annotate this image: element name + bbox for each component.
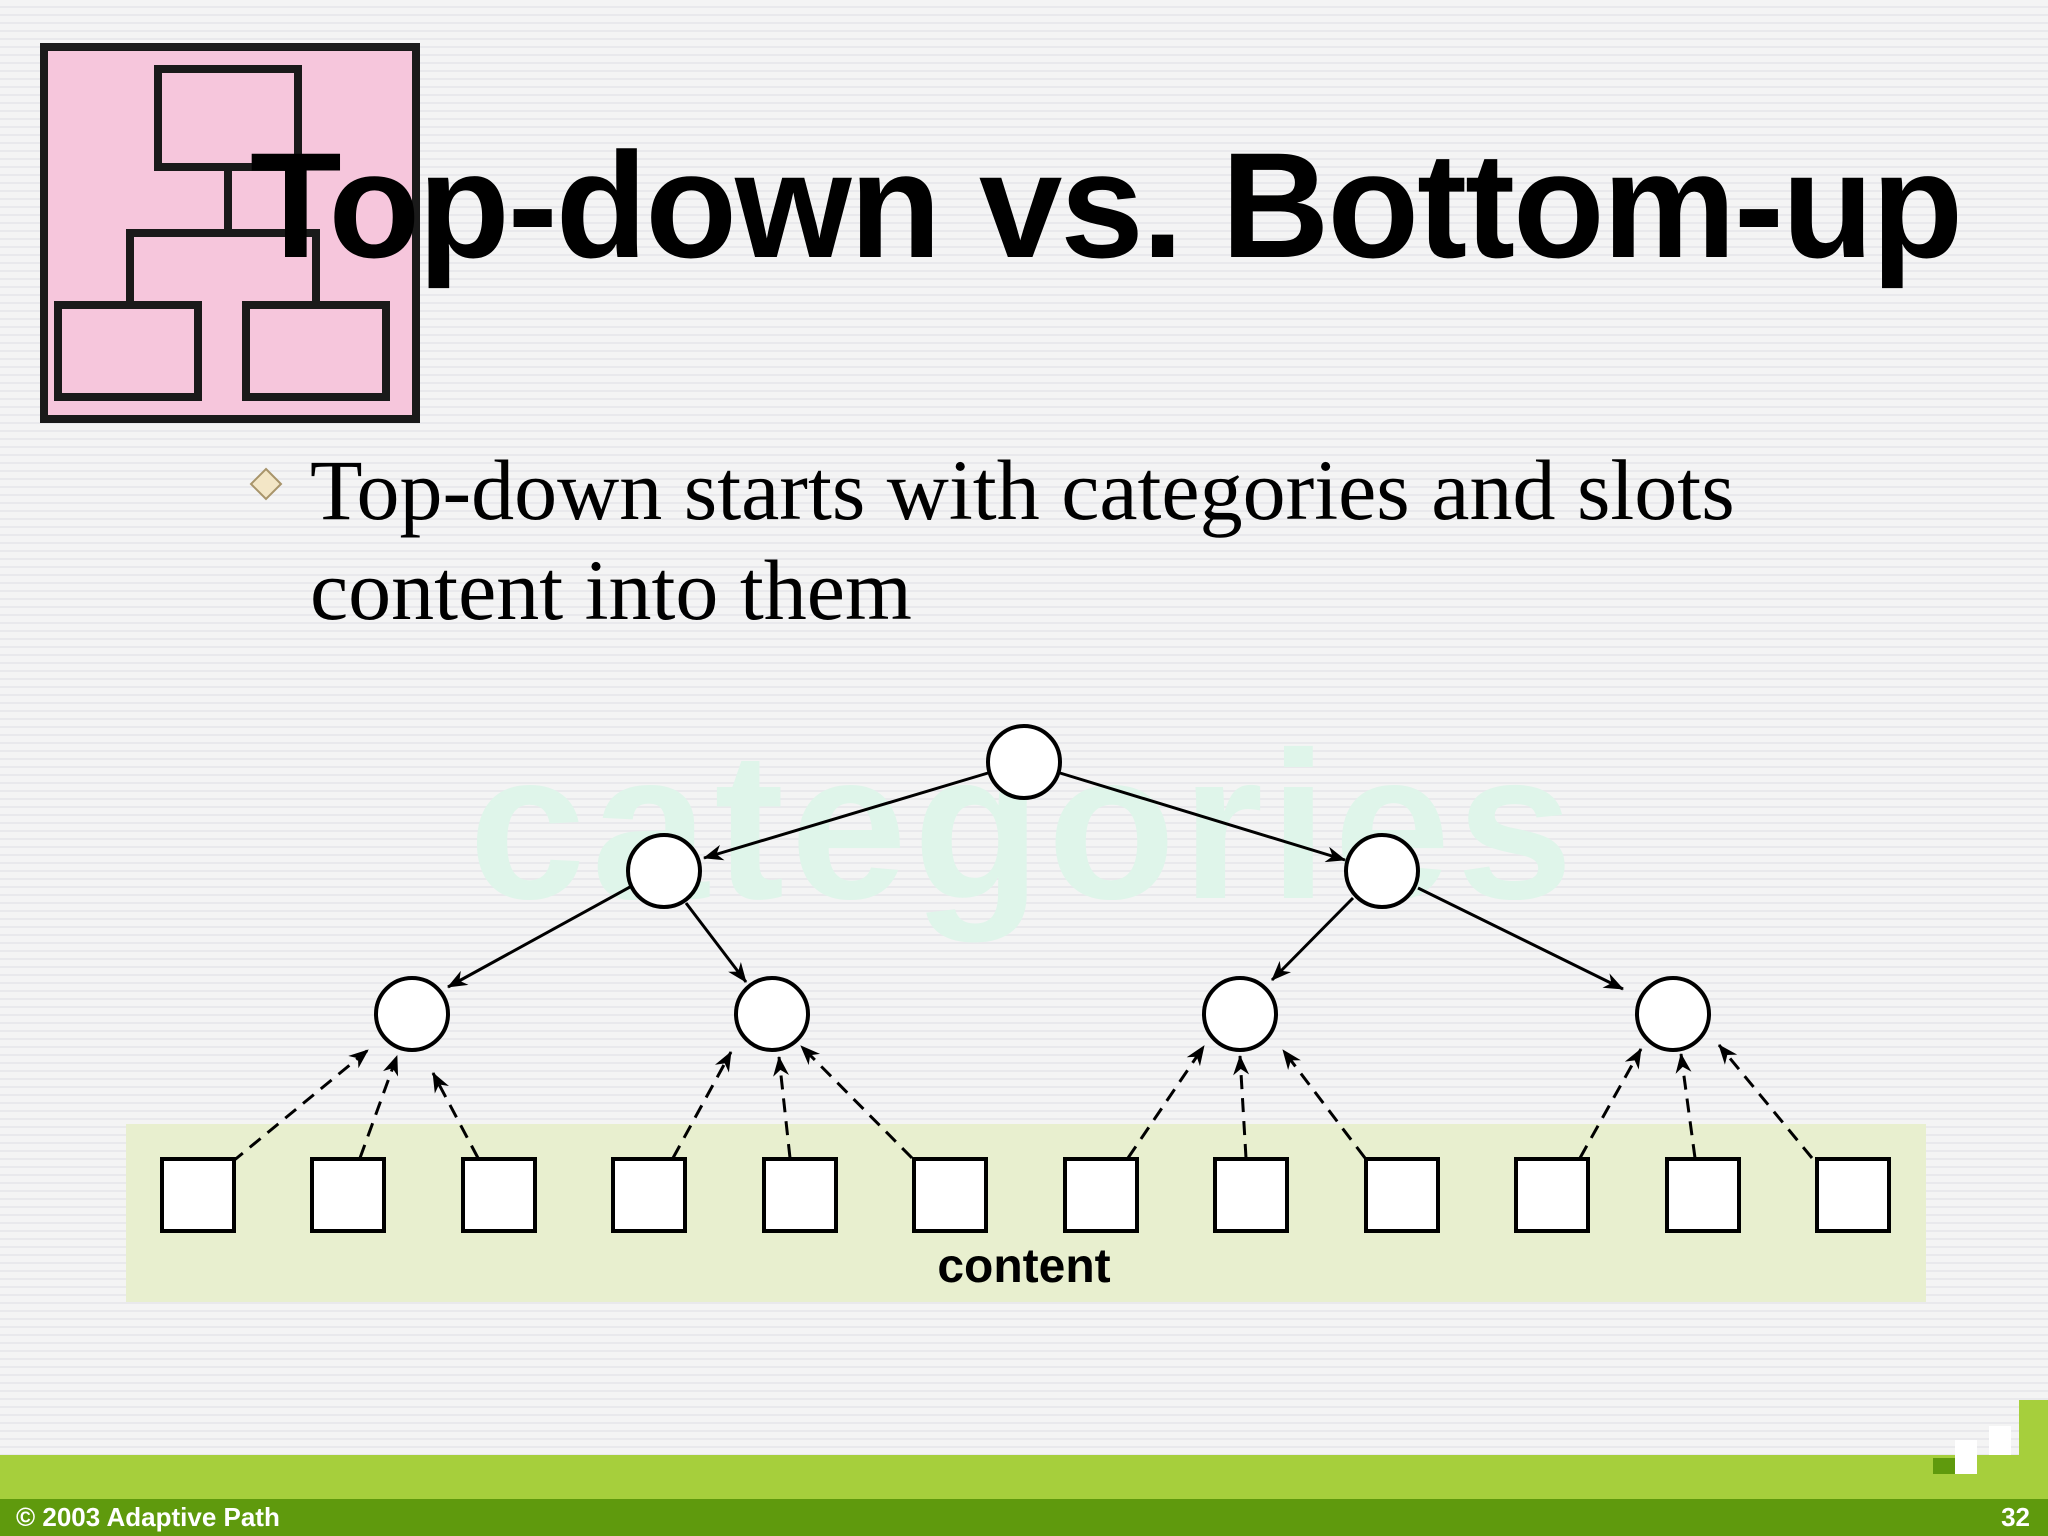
footer-bar-dark <box>0 1499 2048 1536</box>
footer-corner-block <box>1989 1426 2011 1455</box>
content-box <box>160 1157 236 1233</box>
content-band <box>126 1124 1926 1302</box>
diamond-bullet-icon <box>249 467 283 501</box>
content-box <box>1665 1157 1741 1233</box>
content-edge <box>1233 1055 1250 1159</box>
content-edge <box>671 1051 733 1159</box>
root-node <box>986 724 1062 800</box>
content-box <box>762 1157 838 1233</box>
content-edge <box>1717 1044 1814 1159</box>
hierarchy-icon <box>40 43 420 423</box>
subcategory-node <box>374 976 450 1052</box>
category-edge <box>447 885 631 989</box>
content-box <box>912 1157 988 1233</box>
content-box <box>1514 1157 1590 1233</box>
content-edge <box>1578 1048 1643 1159</box>
footer-corner-block <box>2019 1400 2048 1455</box>
content-box <box>1213 1157 1289 1233</box>
content-box <box>1063 1157 1139 1233</box>
footer-copyright: © 2003 Adaptive Path <box>16 1502 280 1532</box>
slide-title: Top-down vs. Bottom-up <box>250 121 1963 289</box>
category-node <box>626 833 702 909</box>
content-box <box>1815 1157 1891 1233</box>
content-edge <box>773 1056 792 1159</box>
content-edge <box>1675 1053 1697 1159</box>
bullet-text: Top-down starts with categories and slot… <box>310 442 1735 638</box>
content-box <box>611 1157 687 1233</box>
category-edge <box>703 771 989 861</box>
category-edge <box>684 902 748 983</box>
content-box <box>461 1157 537 1233</box>
category-edge <box>1059 771 1346 863</box>
content-edge <box>231 1048 369 1164</box>
content-edge <box>358 1055 399 1159</box>
category-edge <box>1417 886 1624 991</box>
footer-bar-light <box>0 1455 2048 1499</box>
page-number: 32 <box>2001 1502 2030 1532</box>
category-edge <box>1270 896 1355 982</box>
content-edge <box>431 1072 480 1159</box>
category-node <box>1344 833 1420 909</box>
subcategory-node <box>1635 976 1711 1052</box>
content-label: content <box>937 1240 1110 1293</box>
footer-corner-block <box>1955 1440 1977 1474</box>
subcategory-node <box>734 976 810 1052</box>
footer-corner-block <box>1933 1458 1955 1474</box>
content-box <box>1364 1157 1440 1233</box>
subcategory-node <box>1202 976 1278 1052</box>
content-edge <box>799 1044 914 1160</box>
content-box <box>310 1157 386 1233</box>
